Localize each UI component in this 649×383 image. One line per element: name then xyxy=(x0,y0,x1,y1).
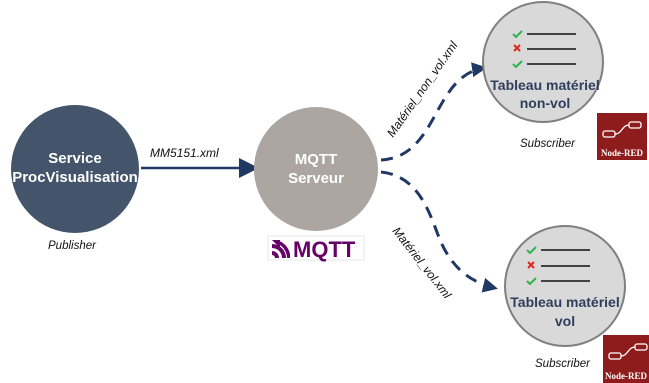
publisher-name-line2: ProcVisualisation xyxy=(12,169,138,186)
subscriber-bottom-node: Tableau matériel vol xyxy=(504,225,626,347)
publisher-node: Service ProcVisualisation xyxy=(11,105,139,233)
node-red-logo-bottom-text: Node-RED xyxy=(605,371,647,381)
mqtt-logo: MQTT xyxy=(267,235,365,262)
broker-node: MQTT Serveur xyxy=(254,107,378,231)
checklist-icon xyxy=(512,30,576,69)
to-bottom-edge-label: Matériel_vol.xml xyxy=(390,224,455,301)
subscriber-top-name-line1: Tableau matériel xyxy=(490,77,599,93)
node-red-flow-icon xyxy=(602,121,642,138)
node-red-logo-top: Node-RED xyxy=(597,113,647,160)
publish-edge-label: MM5151.xml xyxy=(150,146,219,160)
subscriber-bottom-role-label: Subscriber xyxy=(535,358,591,370)
to-bottom-subscriber-arrow xyxy=(380,170,498,293)
broker-name-line1: MQTT xyxy=(295,151,338,168)
broker-name-line2: Serveur xyxy=(288,170,344,187)
node-red-flow-icon xyxy=(608,343,648,360)
subscriber-top-name-line2: non-vol xyxy=(520,95,571,111)
to-top-edge-label: Matériel_non_vol.xml xyxy=(384,39,461,140)
publisher-name-line1: Service xyxy=(48,150,101,167)
mqtt-signal-icon xyxy=(272,240,290,258)
node-red-logo-top-text: Node-RED xyxy=(601,148,643,158)
subscriber-top-role-label: Subscriber xyxy=(520,138,576,150)
subscriber-top-node: Tableau matériel non-vol xyxy=(482,1,604,123)
node-red-logo-bottom: Node-RED xyxy=(603,335,649,383)
publisher-role-label: Publisher xyxy=(48,240,97,252)
checklist-icon xyxy=(526,246,590,286)
to-top-subscriber-arrow xyxy=(380,62,487,162)
subscriber-bottom-name-line1: Tableau matériel xyxy=(510,294,619,310)
subscriber-bottom-name-line2: vol xyxy=(555,313,575,329)
mqtt-logo-text: MQTT xyxy=(293,237,356,262)
